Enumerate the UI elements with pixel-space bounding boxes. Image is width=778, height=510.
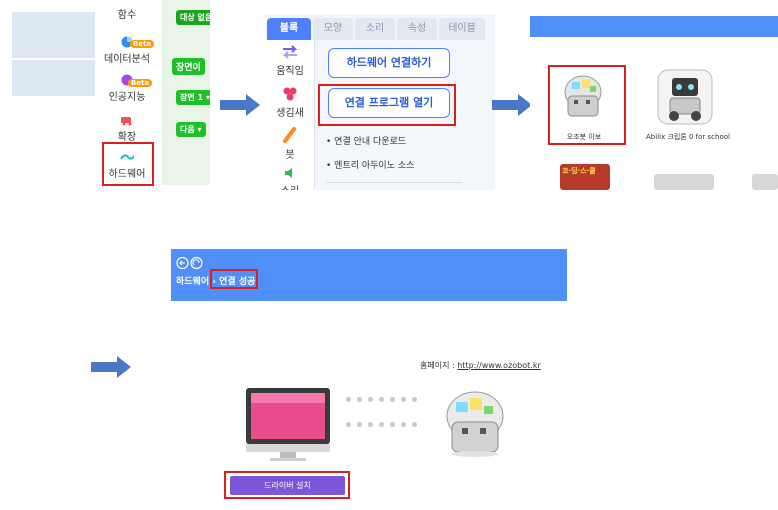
- highlight-ozobot: [548, 65, 626, 145]
- sidebar-item-looks[interactable]: 생김새: [265, 86, 315, 119]
- robot-tile-partial[interactable]: 코·딩·스·쿨: [560, 164, 610, 190]
- connection-dots: [346, 397, 417, 402]
- highlight-hardware-category: [102, 142, 154, 186]
- hardware-icon: [120, 154, 134, 160]
- sidebar-item-label: 소리: [281, 186, 299, 190]
- palette-block: [12, 60, 95, 96]
- arduino-source-link[interactable]: • 엔트리 아두이노 소스: [326, 161, 415, 171]
- computer-monitor-icon: [246, 388, 330, 461]
- robot-tile-partial[interactable]: [654, 174, 714, 190]
- sidebar-item-sound[interactable]: 소리: [265, 166, 315, 190]
- homepage-label: 홈페이지 :: [420, 361, 458, 370]
- block-palette-left: [12, 0, 95, 185]
- homepage-text: 홈페이지 : http://www.ozobot.kr: [420, 360, 541, 371]
- connection-dots: [346, 422, 417, 427]
- speaker-icon: [285, 168, 292, 178]
- block-label: 다음 ▾: [180, 125, 202, 134]
- sidebar-item-label: 움직임: [276, 66, 304, 77]
- block-label: 장면 1 ▾: [180, 93, 210, 102]
- arrow-right-icon: [220, 94, 260, 116]
- breadcrumb-root[interactable]: 하드웨어: [176, 277, 210, 287]
- robot-list-header: [530, 16, 778, 37]
- block-target[interactable]: 대상 없음: [176, 10, 210, 25]
- tab-shape[interactable]: 모양: [313, 18, 353, 40]
- back-forward-icon[interactable]: [176, 256, 204, 270]
- category-label: 함수: [117, 10, 137, 21]
- homepage-link[interactable]: http://www.ozobot.kr: [457, 361, 541, 370]
- beta-badge: Beta: [128, 79, 153, 87]
- ozobot-evo-icon[interactable]: [560, 70, 606, 122]
- divider: [326, 182, 462, 183]
- ozobot-robot-image: [446, 391, 504, 457]
- robot-name: Abilix 크립톤 0 for school: [646, 133, 730, 141]
- block-scene[interactable]: 장면이: [172, 58, 205, 75]
- open-connection-program-button[interactable]: 연결 프로그램 열기: [328, 88, 450, 118]
- category-list: 함수 데이터분석 인공지능 확장 하드웨어: [97, 0, 157, 185]
- nav-buttons: [176, 255, 204, 274]
- arrow-right-icon: [492, 94, 532, 116]
- category-label: 확장: [117, 132, 137, 143]
- connection-success-header: 하드웨어 › 연결 성공: [171, 249, 567, 301]
- tab-properties[interactable]: 속성: [397, 18, 437, 40]
- block-next[interactable]: 다음 ▾: [176, 122, 206, 137]
- category-label: 인공지능: [108, 92, 146, 103]
- arrow-right-icon: [91, 356, 131, 378]
- highlight-install-driver: [224, 471, 350, 499]
- tab-blocks[interactable]: 블록: [267, 18, 311, 40]
- hardware-main: 하드웨어 연결하기 연결 프로그램 열기 • 연결 안내 다운로드 • 엔트리 …: [316, 40, 495, 190]
- sidebar-item-motion[interactable]: 움직임: [265, 44, 315, 77]
- tab-bar: 블록 모양 소리 속성 테이블: [265, 18, 495, 40]
- sidebar-item-label: 붓: [285, 150, 295, 161]
- beta-badge: Beta: [130, 40, 155, 48]
- robot-tile-partial[interactable]: [752, 174, 778, 190]
- entry-category-panel: 함수 데이터분석 인공지능 확장 하드웨어 대상 없음 장면이 장면 1 ▾ 다…: [12, 0, 210, 185]
- connect-hardware-button[interactable]: 하드웨어 연결하기: [328, 48, 450, 78]
- category-sidebar: 움직임 생김새 붓 소리: [265, 40, 315, 190]
- category-extension[interactable]: 확장: [97, 114, 157, 143]
- hardware-tab-panel: 블록 모양 소리 속성 테이블 움직임 생김새 붓 소리 하드웨어 연결하기 연…: [265, 14, 495, 190]
- block-label: 대상 없음: [180, 13, 210, 22]
- block-scene1[interactable]: 장면 1 ▾: [176, 90, 210, 105]
- tab-sound[interactable]: 소리: [355, 18, 395, 40]
- block-label: 장면이: [176, 63, 201, 73]
- category-function[interactable]: 함수: [97, 6, 157, 21]
- palette-block: [12, 12, 95, 58]
- move-arrows-icon: [282, 45, 298, 59]
- extension-icon: [121, 117, 132, 126]
- looks-icon: [283, 87, 297, 101]
- highlight-open-program: [318, 84, 456, 126]
- category-label: 하드웨어: [108, 169, 146, 180]
- category-label: 데이터분석: [104, 54, 150, 65]
- robot-tile-label: 코·딩·스·쿨: [562, 167, 596, 175]
- sidebar-item-brush[interactable]: 붓: [265, 126, 315, 161]
- robot-list-panel: 오조봇 이보 Abilix 크립톤 0 for school 코·딩·스·쿨: [530, 14, 778, 190]
- block-canvas: 대상 없음 장면이 장면 1 ▾ 다음 ▾: [162, 0, 210, 185]
- robot-name: 오조봇 이보: [566, 133, 602, 141]
- sidebar-item-label: 생김새: [276, 108, 304, 119]
- download-guide-link[interactable]: • 연결 안내 다운로드: [326, 137, 407, 147]
- breadcrumb: 하드웨어 › 연결 성공: [176, 274, 255, 287]
- highlight-connection-success: [210, 269, 258, 289]
- brush-icon: [283, 127, 296, 143]
- category-hardware[interactable]: 하드웨어: [97, 151, 157, 180]
- breadcrumb-separator: ›: [212, 277, 216, 287]
- abilix-robot-icon[interactable]: [656, 68, 714, 126]
- breadcrumb-current: 연결 성공: [219, 277, 256, 287]
- tab-table[interactable]: 테이블: [439, 18, 485, 40]
- install-driver-button[interactable]: 드라이버 설치: [230, 476, 345, 495]
